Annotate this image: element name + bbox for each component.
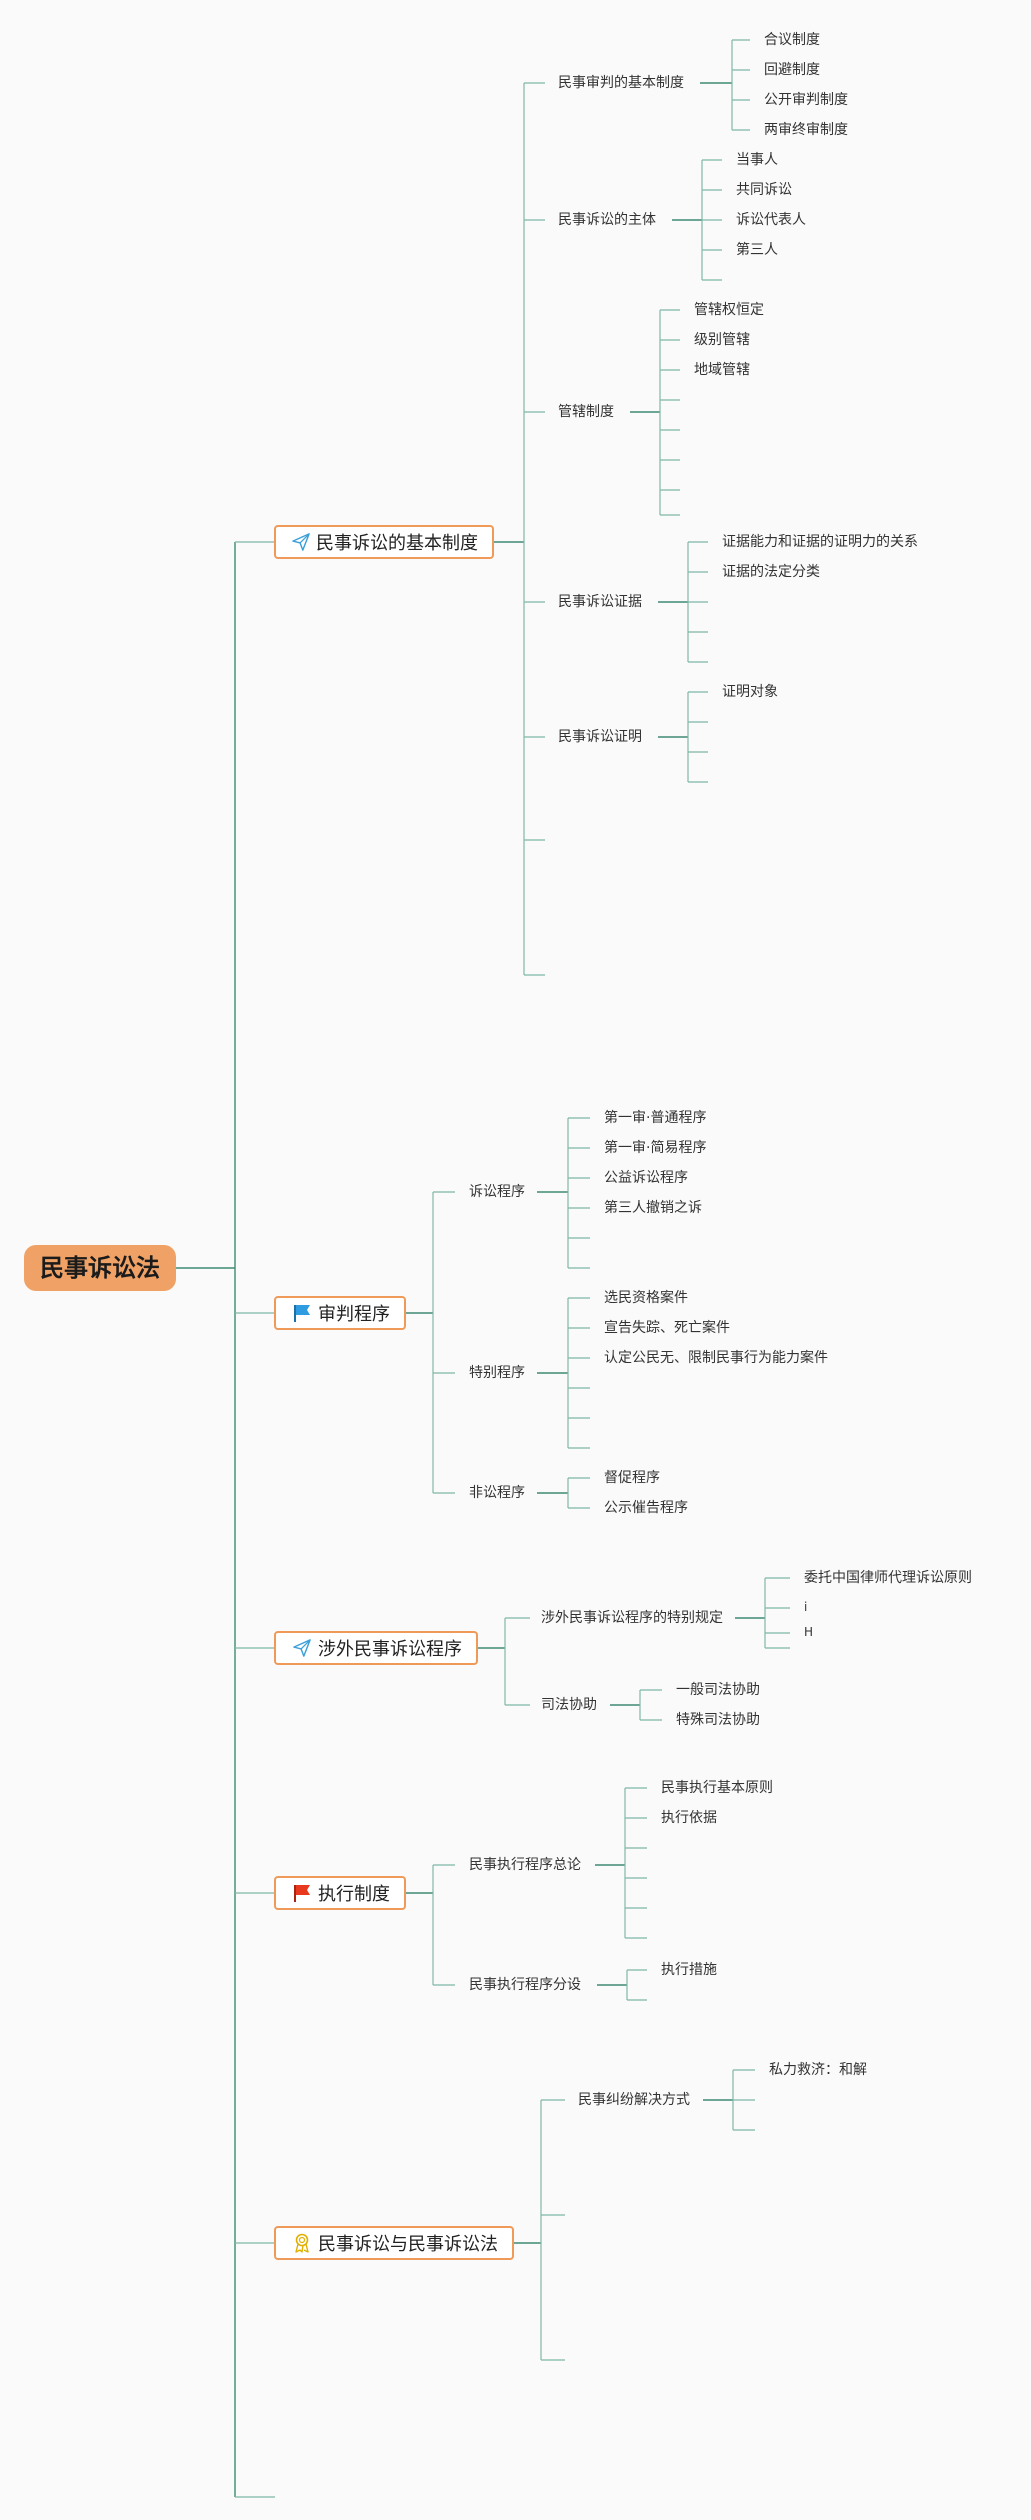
leaf-node[interactable]: 选民资格案件 — [604, 1290, 688, 1306]
topic-trial-procedure[interactable]: 审判程序 — [274, 1296, 406, 1330]
leaf-node[interactable]: 证据的法定分类 — [722, 564, 820, 580]
leaf-node[interactable]: 委托中国律师代理诉讼原则 — [804, 1570, 972, 1586]
topic-label: 审判程序 — [318, 1304, 390, 1325]
paper-plane-icon — [292, 1637, 312, 1659]
topic-basic-system[interactable]: 民事诉讼的基本制度 — [274, 525, 494, 559]
subtopic-proof[interactable]: 民事诉讼证明 — [558, 729, 642, 745]
topic-foreign-procedure[interactable]: 涉外民事诉讼程序 — [274, 1631, 478, 1665]
leaf-node[interactable]: 第三人撤销之诉 — [604, 1200, 702, 1216]
leaf-node[interactable]: 诉讼代表人 — [736, 212, 806, 228]
topic-label: 执行制度 — [318, 1884, 390, 1905]
leaf-node[interactable]: 宣告失踪、死亡案件 — [604, 1320, 730, 1336]
leaf-node[interactable]: 认定公民无、限制民事行为能力案件 — [604, 1350, 828, 1366]
leaf-node[interactable]: 执行依据 — [661, 1810, 717, 1826]
leaf-node[interactable]: 公示催告程序 — [604, 1500, 688, 1516]
paper-plane-icon — [292, 531, 310, 553]
leaf-node[interactable]: 管辖权恒定 — [694, 302, 764, 318]
subtopic-non-litigation-procedure[interactable]: 非讼程序 — [469, 1485, 525, 1501]
leaf-node[interactable]: 两审终审制度 — [764, 122, 848, 138]
leaf-node[interactable]: 第一审·简易程序 — [604, 1140, 707, 1156]
leaf-node[interactable]: 特殊司法协助 — [676, 1712, 760, 1728]
subtopic-litigation-subjects[interactable]: 民事诉讼的主体 — [558, 212, 656, 228]
leaf-node[interactable]: H — [804, 1625, 814, 1639]
subtopic-basic-trial-system[interactable]: 民事审判的基本制度 — [558, 75, 684, 91]
subtopic-litigation-procedure[interactable]: 诉讼程序 — [469, 1184, 525, 1200]
leaf-node[interactable]: 私力救济：和解 — [769, 2062, 867, 2078]
leaf-node[interactable]: 公益诉讼程序 — [604, 1170, 688, 1186]
leaf-node[interactable]: i — [804, 1600, 808, 1614]
red-flag-icon — [292, 1882, 312, 1904]
leaf-node[interactable]: 级别管辖 — [694, 332, 750, 348]
subtopic-foreign-special-rules[interactable]: 涉外民事诉讼程序的特别规定 — [541, 1610, 723, 1626]
award-ribbon-icon — [292, 2232, 312, 2254]
topic-civil-litigation-law[interactable]: 民事诉讼与民事诉讼法 — [274, 2226, 514, 2260]
leaf-node[interactable]: 共同诉讼 — [736, 182, 792, 198]
leaf-node[interactable]: 当事人 — [736, 152, 778, 168]
topic-label: 涉外民事诉讼程序 — [318, 1639, 462, 1660]
leaf-node[interactable]: 回避制度 — [764, 62, 820, 78]
leaf-node[interactable]: 督促程序 — [604, 1470, 660, 1486]
subtopic-judicial-assistance[interactable]: 司法协助 — [541, 1697, 597, 1713]
topic-label: 民事诉讼的基本制度 — [316, 533, 478, 554]
subtopic-execution-general[interactable]: 民事执行程序总论 — [469, 1857, 581, 1873]
subtopic-evidence[interactable]: 民事诉讼证据 — [558, 594, 642, 610]
leaf-node[interactable]: 证据能力和证据的证明力的关系 — [722, 534, 918, 550]
topic-label: 民事诉讼与民事诉讼法 — [318, 2234, 498, 2255]
leaf-node[interactable]: 第三人 — [736, 242, 778, 258]
root-node[interactable]: 民事诉讼法 — [24, 1245, 176, 1291]
leaf-node[interactable]: 一般司法协助 — [676, 1682, 760, 1698]
leaf-node[interactable]: 公开审判制度 — [764, 92, 848, 108]
leaf-node[interactable]: 第一审·普通程序 — [604, 1110, 707, 1126]
blue-flag-icon — [292, 1302, 312, 1324]
leaf-node[interactable]: 民事执行基本原则 — [661, 1780, 773, 1796]
leaf-node[interactable]: 执行措施 — [661, 1962, 717, 1978]
leaf-node[interactable]: 证明对象 — [722, 684, 778, 700]
subtopic-dispute-resolution[interactable]: 民事纠纷解决方式 — [578, 2092, 690, 2108]
leaf-node[interactable]: 合议制度 — [764, 32, 820, 48]
subtopic-jurisdiction-system[interactable]: 管辖制度 — [558, 404, 614, 420]
subtopic-execution-specific[interactable]: 民事执行程序分设 — [469, 1977, 581, 1993]
topic-execution-system[interactable]: 执行制度 — [274, 1876, 406, 1910]
subtopic-special-procedure[interactable]: 特别程序 — [469, 1365, 525, 1381]
leaf-node[interactable]: 地域管辖 — [694, 362, 750, 378]
